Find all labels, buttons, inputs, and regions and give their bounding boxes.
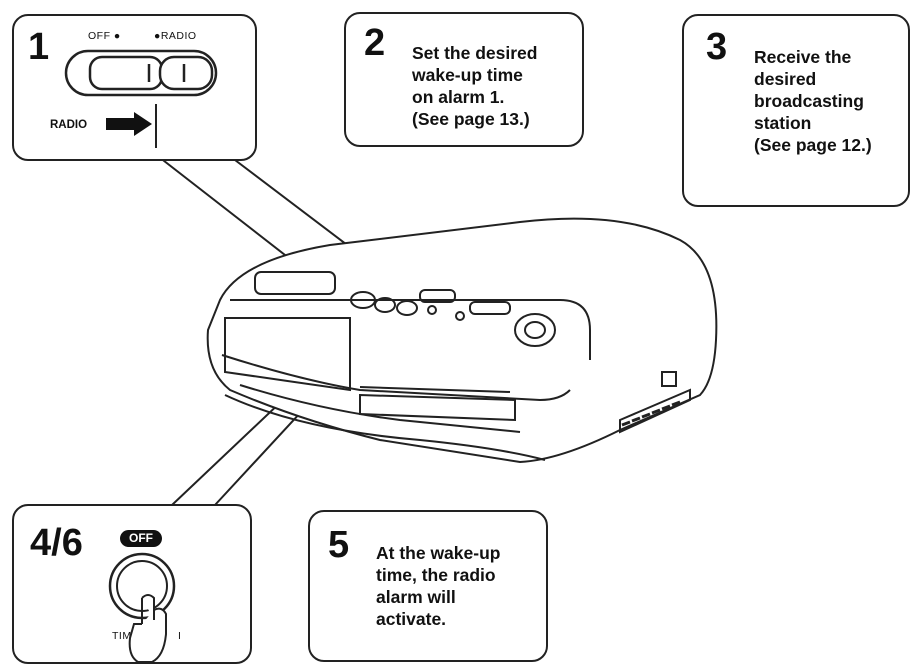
step2-number: 2 bbox=[364, 22, 386, 64]
slide-switch-icon bbox=[64, 49, 218, 97]
right-arrow-icon bbox=[106, 104, 157, 148]
pointing-hand-icon bbox=[128, 594, 167, 663]
clock-radio-body bbox=[206, 217, 718, 464]
step1-panel: 1 OFF ● ●RADIO RADIO bbox=[12, 14, 257, 161]
step2-text: Set the desired wake-up time on alarm 1.… bbox=[412, 43, 538, 129]
switch-radio-label: ●RADIO bbox=[154, 30, 197, 42]
timer-label-left: TIM bbox=[112, 630, 132, 642]
switch-off-label: OFF ● bbox=[88, 30, 121, 42]
step2-panel: 2 Set the desired wake-up time on alarm … bbox=[344, 12, 584, 147]
step1-number: 1 bbox=[28, 26, 50, 68]
timer-off-button-icon bbox=[108, 552, 176, 620]
off-badge: OFF bbox=[120, 530, 162, 547]
timer-label-right: I bbox=[178, 630, 182, 642]
step5-text: At the wake-up time, the radio alarm wil… bbox=[376, 543, 501, 629]
step3-number: 3 bbox=[706, 26, 728, 68]
step3-text: Receive the desired broadcasting station… bbox=[754, 47, 872, 155]
step46-number: 4/6 bbox=[30, 522, 83, 564]
step5-panel: 5 At the wake-up time, the radio alarm w… bbox=[308, 510, 548, 662]
radio-arrow-label: RADIO bbox=[50, 119, 88, 131]
step46-panel: 4/6 OFF TIM I bbox=[12, 504, 252, 664]
step5-number: 5 bbox=[328, 524, 350, 566]
step3-panel: 3 Receive the desired broadcasting stati… bbox=[682, 14, 910, 207]
